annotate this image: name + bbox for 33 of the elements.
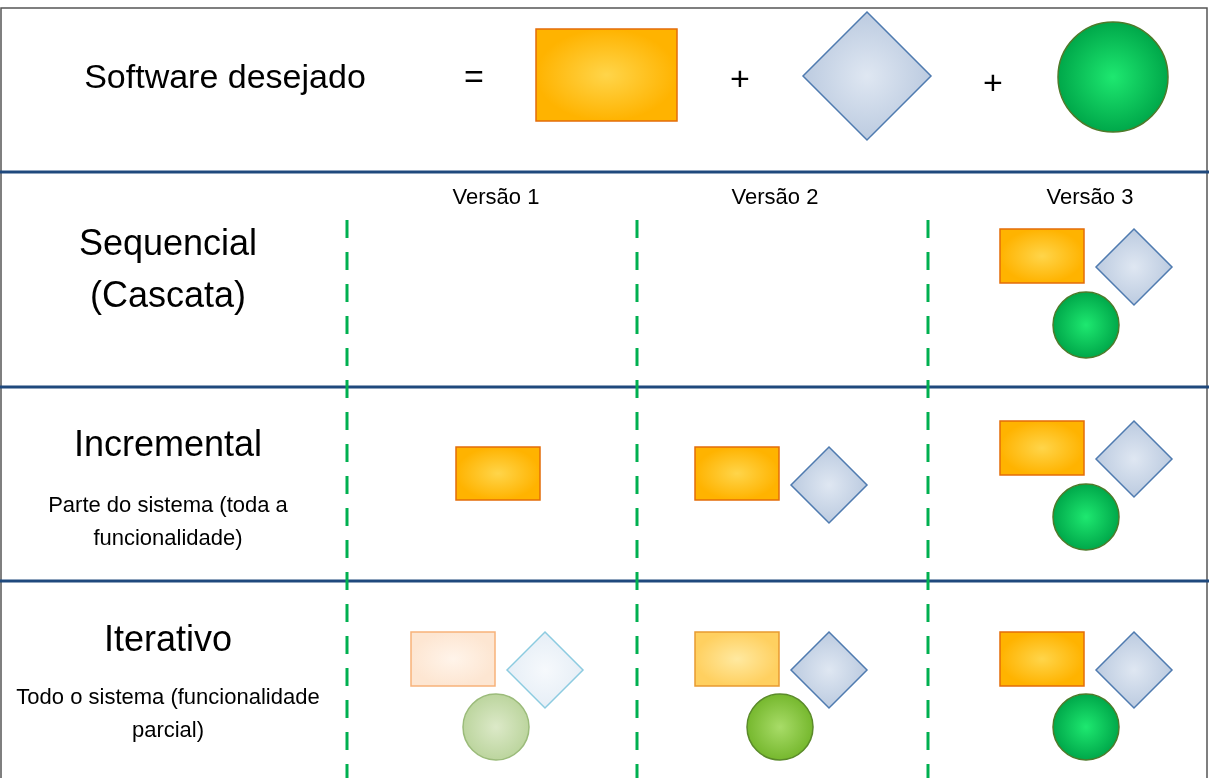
row-description: Parte do sistema (toda a funcionalidade) xyxy=(47,491,289,552)
rectangle-shape xyxy=(455,446,541,501)
circle-shape xyxy=(1057,21,1169,133)
rectangle-shape xyxy=(694,446,780,501)
rectangle-shape xyxy=(535,28,678,122)
diamond-shape xyxy=(1095,228,1173,306)
diamond-shape xyxy=(506,631,584,709)
row-description: Todo o sistema (funcionalidade parcial) xyxy=(15,683,321,744)
rectangle-shape xyxy=(999,631,1085,687)
circle-shape xyxy=(1052,483,1120,551)
diamond-shape xyxy=(802,11,932,141)
column-header: Versão 1 xyxy=(451,183,541,211)
rectangle-shape xyxy=(694,631,780,687)
equals-sign: = xyxy=(463,56,485,97)
plus-sign: + xyxy=(729,58,751,99)
diamond-shape xyxy=(790,446,868,524)
plus-sign: + xyxy=(982,62,1004,103)
circle-shape xyxy=(1052,693,1120,761)
rectangle-shape xyxy=(410,631,496,687)
diamond-shape xyxy=(1095,631,1173,709)
column-header: Versão 3 xyxy=(1045,183,1135,211)
circle-shape xyxy=(462,693,530,761)
circle-shape xyxy=(746,693,814,761)
diamond-shape xyxy=(1095,420,1173,498)
row-header: Iterativo xyxy=(102,617,234,661)
circle-shape xyxy=(1052,291,1120,359)
row-header: Incremental xyxy=(72,422,264,466)
rectangle-shape xyxy=(999,420,1085,476)
title-text: Software desejado xyxy=(83,56,367,97)
rectangle-shape xyxy=(999,228,1085,284)
column-header: Versão 2 xyxy=(730,183,820,211)
diamond-shape xyxy=(790,631,868,709)
row-header: Sequencial (Cascata) xyxy=(77,221,259,318)
